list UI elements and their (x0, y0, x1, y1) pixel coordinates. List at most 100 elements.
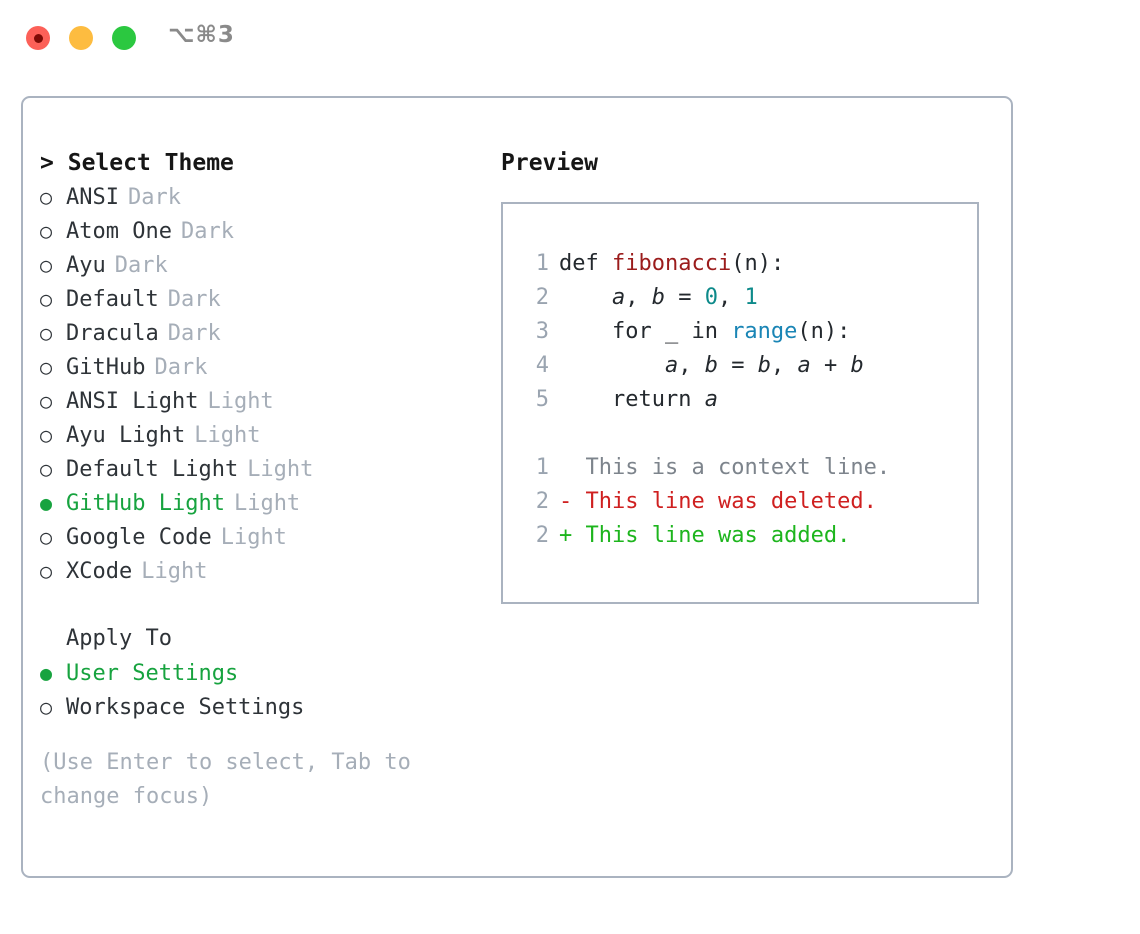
close-button[interactable] (26, 26, 50, 50)
minimize-button[interactable] (69, 26, 93, 50)
radio-unselected-icon: ○ (40, 287, 53, 311)
code-token: = (664, 285, 705, 310)
code-token: , (678, 353, 705, 378)
theme-option-kind: Light (141, 559, 208, 584)
window-controls (26, 26, 136, 50)
line-number: 2 (535, 285, 549, 310)
maximize-button[interactable] (112, 26, 136, 50)
code-line: 4 a, b = b, a + b (521, 349, 965, 383)
code-token: 0 (704, 285, 718, 310)
code-line-text: def fibonacci(n): (559, 247, 784, 281)
theme-option[interactable]: ○ Ayu Dark (40, 248, 480, 282)
theme-option-kind: Light (207, 389, 274, 414)
theme-option-kind: Dark (114, 253, 168, 278)
theme-option[interactable]: ○ Dracula Dark (40, 316, 480, 350)
theme-option-label: XCode (66, 559, 133, 584)
radio-unselected-icon: ○ (40, 253, 53, 277)
code-diff-spacer (521, 417, 965, 451)
diff-line-text: This is a context line. (585, 455, 891, 480)
code-token: , (717, 285, 745, 310)
shortcut-label: ⌥⌘3 (168, 22, 235, 48)
theme-option-kind: Light (194, 423, 261, 448)
diff-line-text: This line was deleted. (585, 489, 877, 514)
keyboard-hint: (Use Enter to select, Tab to change focu… (40, 750, 411, 809)
line-number: 3 (535, 319, 549, 344)
code-token: for _ in (559, 319, 732, 344)
preview-title: Preview (501, 150, 598, 176)
theme-option-kind: Dark (154, 355, 208, 380)
page-title: > Select Theme (40, 146, 480, 180)
radio-unselected-icon: ○ (40, 423, 53, 447)
apply-to-option[interactable]: ○Workspace Settings (40, 690, 480, 724)
code-token: a (611, 285, 626, 310)
code-line-text: for _ in range(n): (559, 315, 850, 349)
radio-unselected-icon: ○ (40, 321, 53, 345)
theme-option-label: GitHub (66, 355, 146, 380)
theme-option-label: GitHub Light (66, 491, 225, 516)
theme-option-kind: Light (233, 491, 301, 516)
code-line: 5 return a (521, 383, 965, 417)
theme-option[interactable]: ○ ANSI Light Light (40, 384, 480, 418)
code-token: (n): (731, 251, 785, 276)
radio-unselected-icon: ○ (40, 185, 53, 209)
caret-marker: > (40, 150, 54, 176)
radio-unselected-icon: ○ (40, 457, 53, 481)
theme-option-kind: Light (220, 525, 287, 550)
diff-line: 2- This line was deleted. (521, 485, 965, 519)
theme-option[interactable]: ○ Default Light Light (40, 452, 480, 486)
code-token: a (797, 353, 811, 378)
theme-option-label: Dracula (66, 321, 159, 346)
radio-unselected-icon: ○ (40, 695, 53, 719)
diff-marker: + (559, 523, 586, 548)
apply-to-option[interactable]: ● User Settings (40, 656, 480, 690)
diff-line-number: 2 (535, 523, 549, 548)
diff-line-number: 1 (535, 455, 549, 480)
radio-selected-icon: ● (40, 661, 53, 685)
apply-to-list: ● User Settings ○Workspace Settings (40, 656, 480, 724)
code-line-text: return a (559, 383, 718, 417)
code-line: 2 a, b = 0, 1 (521, 281, 965, 315)
code-line: 3 for _ in range(n): (521, 315, 965, 349)
radio-unselected-icon: ○ (40, 355, 53, 379)
theme-option-label: Ayu (66, 253, 106, 278)
theme-option-label: Atom One (66, 219, 172, 244)
theme-option-kind: Dark (180, 219, 234, 244)
code-token: a (664, 353, 679, 378)
code-token (559, 285, 612, 310)
theme-option-label: ANSI (66, 185, 119, 210)
hint-spacer (40, 724, 480, 746)
code-token: b (651, 285, 665, 310)
radio-unselected-icon: ○ (40, 525, 53, 549)
apply-to-heading: Apply To (66, 626, 172, 651)
theme-option-kind: Dark (127, 185, 181, 210)
theme-option-kind: Dark (167, 287, 221, 312)
theme-option[interactable]: ○ GitHub Dark (40, 350, 480, 384)
line-number: 4 (535, 353, 549, 378)
diff-line: 2+ This line was added. (521, 519, 965, 553)
code-token: b (704, 353, 718, 378)
theme-option[interactable]: ○ ANSI Dark (40, 180, 480, 214)
code-token: def (559, 251, 612, 276)
theme-option-kind: Light (247, 457, 314, 482)
theme-option-label: Default Light (66, 457, 239, 482)
theme-option-label: ANSI Light (66, 389, 199, 414)
radio-unselected-icon: ○ (40, 389, 53, 413)
theme-option-kind: Dark (167, 321, 221, 346)
apply-to-option-label: User Settings (66, 661, 239, 686)
diff-line: 1 This is a context line. (521, 451, 965, 485)
